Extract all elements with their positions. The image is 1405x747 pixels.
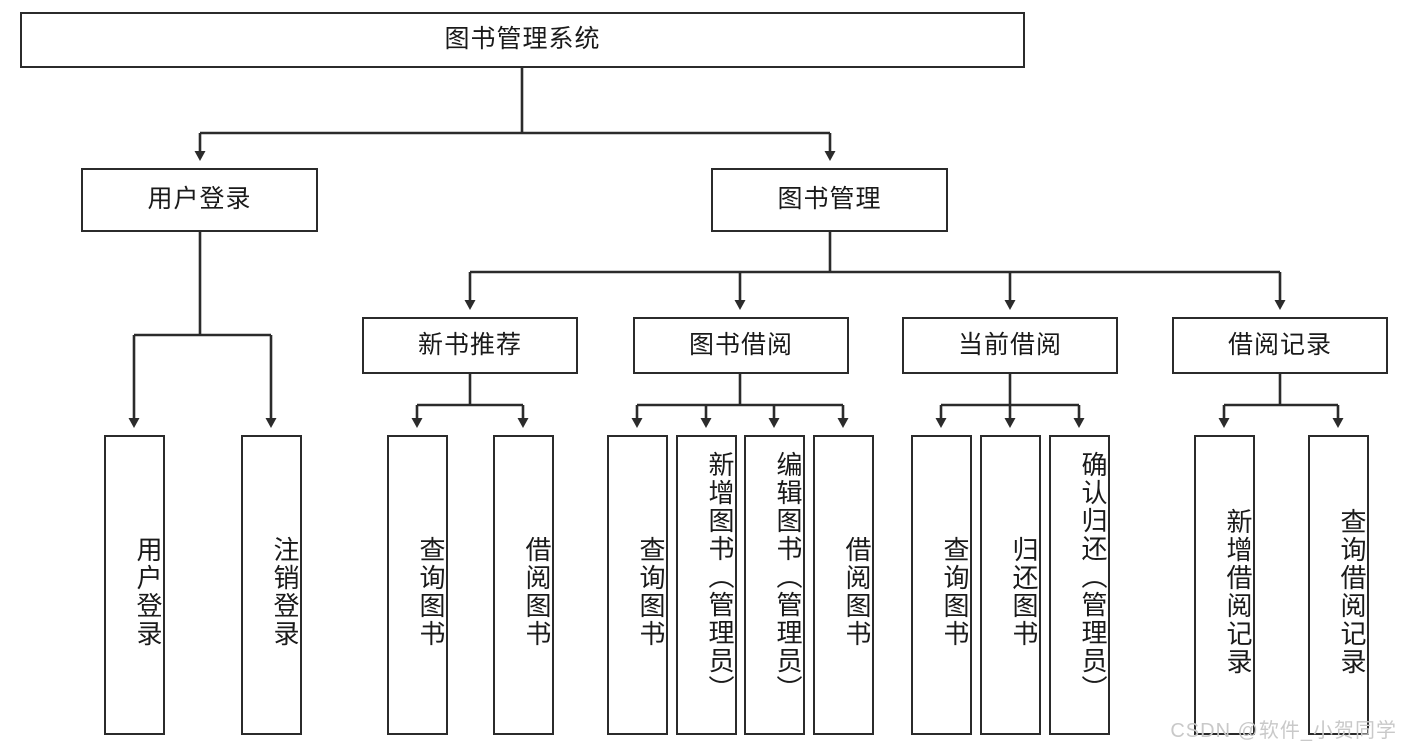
leaf-borrow-book-b[interactable]: 借阅图书 — [813, 435, 874, 735]
node-root[interactable]: 图书管理系统 — [20, 12, 1025, 68]
leaf-logout-label: 注销登录 — [270, 536, 300, 648]
leaf-add-borrow-record-label: 新增借阅记录 — [1223, 508, 1253, 676]
leaf-query-book-b-label: 查询图书 — [636, 536, 666, 648]
node-current-borrow[interactable]: 当前借阅 — [902, 317, 1118, 374]
leaf-confirm-return-admin[interactable]: 确认归还（管理员） — [1049, 435, 1110, 735]
node-book-borrow-label: 图书借阅 — [688, 330, 793, 359]
node-user-login[interactable]: 用户登录 — [81, 168, 318, 232]
leaf-return-book[interactable]: 归还图书 — [980, 435, 1041, 735]
leaf-add-borrow-record[interactable]: 新增借阅记录 — [1194, 435, 1255, 735]
node-borrow-record[interactable]: 借阅记录 — [1172, 317, 1388, 374]
leaf-add-book-admin-label: 新增图书（管理员） — [705, 451, 735, 703]
leaf-borrow-book-a-label: 借阅图书 — [522, 536, 552, 648]
node-new-book-recommend-label: 新书推荐 — [417, 330, 522, 359]
leaf-confirm-return-admin-label: 确认归还（管理员） — [1078, 451, 1108, 703]
leaf-add-book-admin[interactable]: 新增图书（管理员） — [676, 435, 737, 735]
leaf-borrow-book-a[interactable]: 借阅图书 — [493, 435, 554, 735]
leaf-logout[interactable]: 注销登录 — [241, 435, 302, 735]
leaf-query-book-c-label: 查询图书 — [940, 536, 970, 648]
node-book-management[interactable]: 图书管理 — [711, 168, 948, 232]
leaf-edit-book-admin-label: 编辑图书（管理员） — [773, 451, 803, 703]
node-book-management-label: 图书管理 — [777, 185, 882, 214]
leaf-query-book-a-label: 查询图书 — [416, 536, 446, 648]
leaf-user-login-label: 用户登录 — [133, 536, 163, 648]
leaf-query-borrow-record-label: 查询借阅记录 — [1337, 508, 1367, 676]
node-new-book-recommend[interactable]: 新书推荐 — [362, 317, 578, 374]
watermark: CSDN @软件_小贺同学 — [1170, 720, 1397, 742]
node-current-borrow-label: 当前借阅 — [957, 330, 1062, 359]
node-book-borrow[interactable]: 图书借阅 — [633, 317, 849, 374]
leaf-query-book-c[interactable]: 查询图书 — [911, 435, 972, 735]
leaf-borrow-book-b-label: 借阅图书 — [842, 536, 872, 648]
leaf-query-book-b[interactable]: 查询图书 — [607, 435, 668, 735]
leaf-user-login[interactable]: 用户登录 — [104, 435, 165, 735]
node-borrow-record-label: 借阅记录 — [1227, 330, 1332, 359]
node-root-label: 图书管理系统 — [444, 25, 601, 54]
leaf-query-borrow-record[interactable]: 查询借阅记录 — [1308, 435, 1369, 735]
node-user-login-label: 用户登录 — [147, 185, 252, 214]
leaf-edit-book-admin[interactable]: 编辑图书（管理员） — [744, 435, 805, 735]
leaf-return-book-label: 归还图书 — [1009, 536, 1039, 648]
leaf-query-book-a[interactable]: 查询图书 — [387, 435, 448, 735]
